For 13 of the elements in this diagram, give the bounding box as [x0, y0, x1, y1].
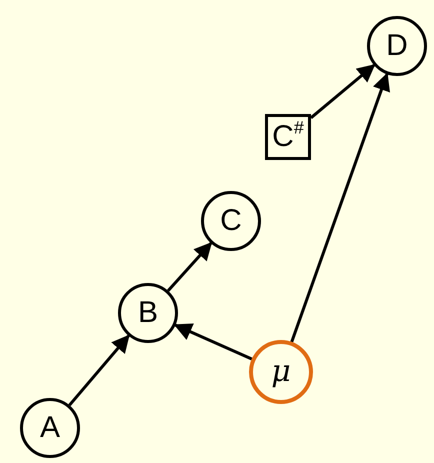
arrow	[310, 64, 376, 119]
arrow	[290, 72, 390, 342]
arrow	[166, 242, 212, 292]
node-label: A	[40, 413, 60, 443]
square-node	[265, 114, 311, 160]
circle-node	[118, 283, 178, 343]
node-label: D	[386, 31, 408, 61]
node-label: C$^{#}$	[272, 122, 304, 152]
node-label: μ	[271, 357, 291, 387]
node-label: C	[220, 206, 242, 236]
arrow	[68, 334, 130, 406]
node-label: B	[138, 298, 158, 328]
arrow	[174, 324, 252, 360]
